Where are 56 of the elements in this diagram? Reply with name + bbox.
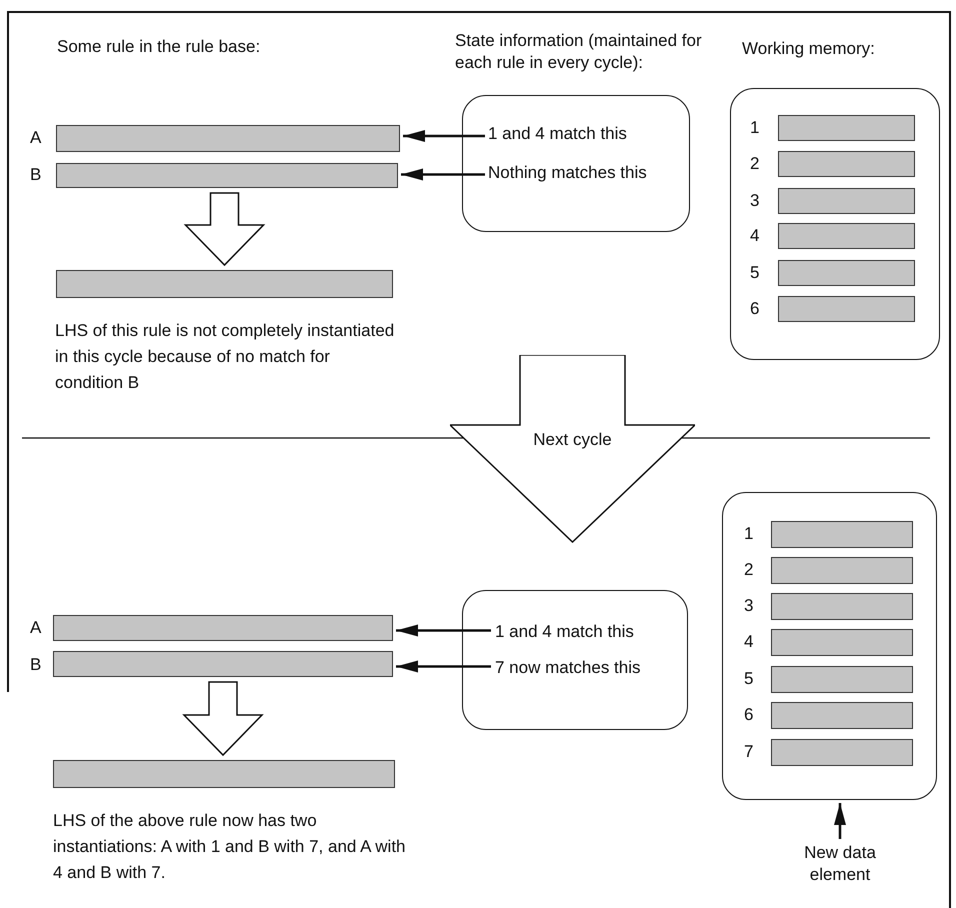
memory-slot: [778, 296, 915, 322]
memory-slot: [778, 223, 915, 249]
slot-number: 6: [750, 298, 760, 320]
memory-slot: [771, 666, 913, 693]
condition-bar: [56, 125, 400, 152]
caption-text: LHS of the above rule now has two instantiations: A with 1 and B with 7, and A with 4 and B with 7.: [53, 810, 407, 884]
memory-slot: [771, 521, 913, 548]
memory-slot: [778, 188, 915, 214]
memory-slot: [778, 115, 915, 141]
slot-number: 3: [750, 190, 760, 212]
memory-slot: [771, 557, 913, 584]
memory-slot: [771, 629, 913, 656]
arrow: [396, 624, 491, 636]
arrow: [403, 130, 485, 142]
condition-letter: A: [30, 617, 42, 639]
condition-letter: B: [30, 164, 42, 186]
match-note: 1 and 4 match this: [488, 123, 678, 147]
arrow: [834, 803, 846, 839]
match-note: Nothing matches this: [488, 162, 684, 186]
condition-letter: B: [30, 654, 42, 676]
block-arrow: [182, 681, 264, 756]
slot-number: 1: [750, 117, 760, 139]
match-note: 1 and 4 match this: [495, 621, 680, 645]
memory-slot: [771, 739, 913, 766]
condition-bar: [53, 615, 393, 641]
block-arrow: [184, 192, 266, 266]
memory-slot: [771, 593, 913, 620]
annotation-text: New data element: [795, 842, 885, 894]
arrow: [396, 660, 491, 672]
rounded-box: [462, 590, 688, 730]
condition-bar: [53, 760, 395, 788]
condition-bar: [53, 651, 393, 677]
arrow: [401, 168, 485, 180]
slot-number: 5: [750, 262, 760, 284]
slot-number: 6: [744, 704, 754, 726]
slot-number: 2: [750, 153, 760, 175]
slot-number: 4: [750, 225, 760, 247]
slot-number: 2: [744, 559, 754, 581]
memory-slot: [771, 702, 913, 729]
panel-heading: State information (maintained for each rule in every cycle):: [455, 30, 703, 74]
caption-text: LHS of this rule is not completely instantiated in this cycle because of no match for condition B: [55, 320, 396, 394]
slot-number: 5: [744, 668, 754, 690]
slot-number: 7: [744, 741, 754, 763]
section-heading: Some rule in the rule base:: [57, 36, 260, 58]
memory-slot: [778, 151, 915, 177]
condition-bar: [56, 270, 393, 298]
condition-bar: [56, 163, 398, 188]
match-note: 7 now matches this: [495, 657, 685, 681]
slot-number: 1: [744, 523, 754, 545]
slot-number: 4: [744, 631, 754, 653]
arrow-label: Next cycle: [532, 429, 613, 451]
slot-number: 3: [744, 595, 754, 617]
memory-slot: [778, 260, 915, 286]
panel-heading: Working memory:: [742, 38, 876, 60]
rounded-box: [722, 492, 937, 800]
condition-letter: A: [30, 127, 42, 149]
